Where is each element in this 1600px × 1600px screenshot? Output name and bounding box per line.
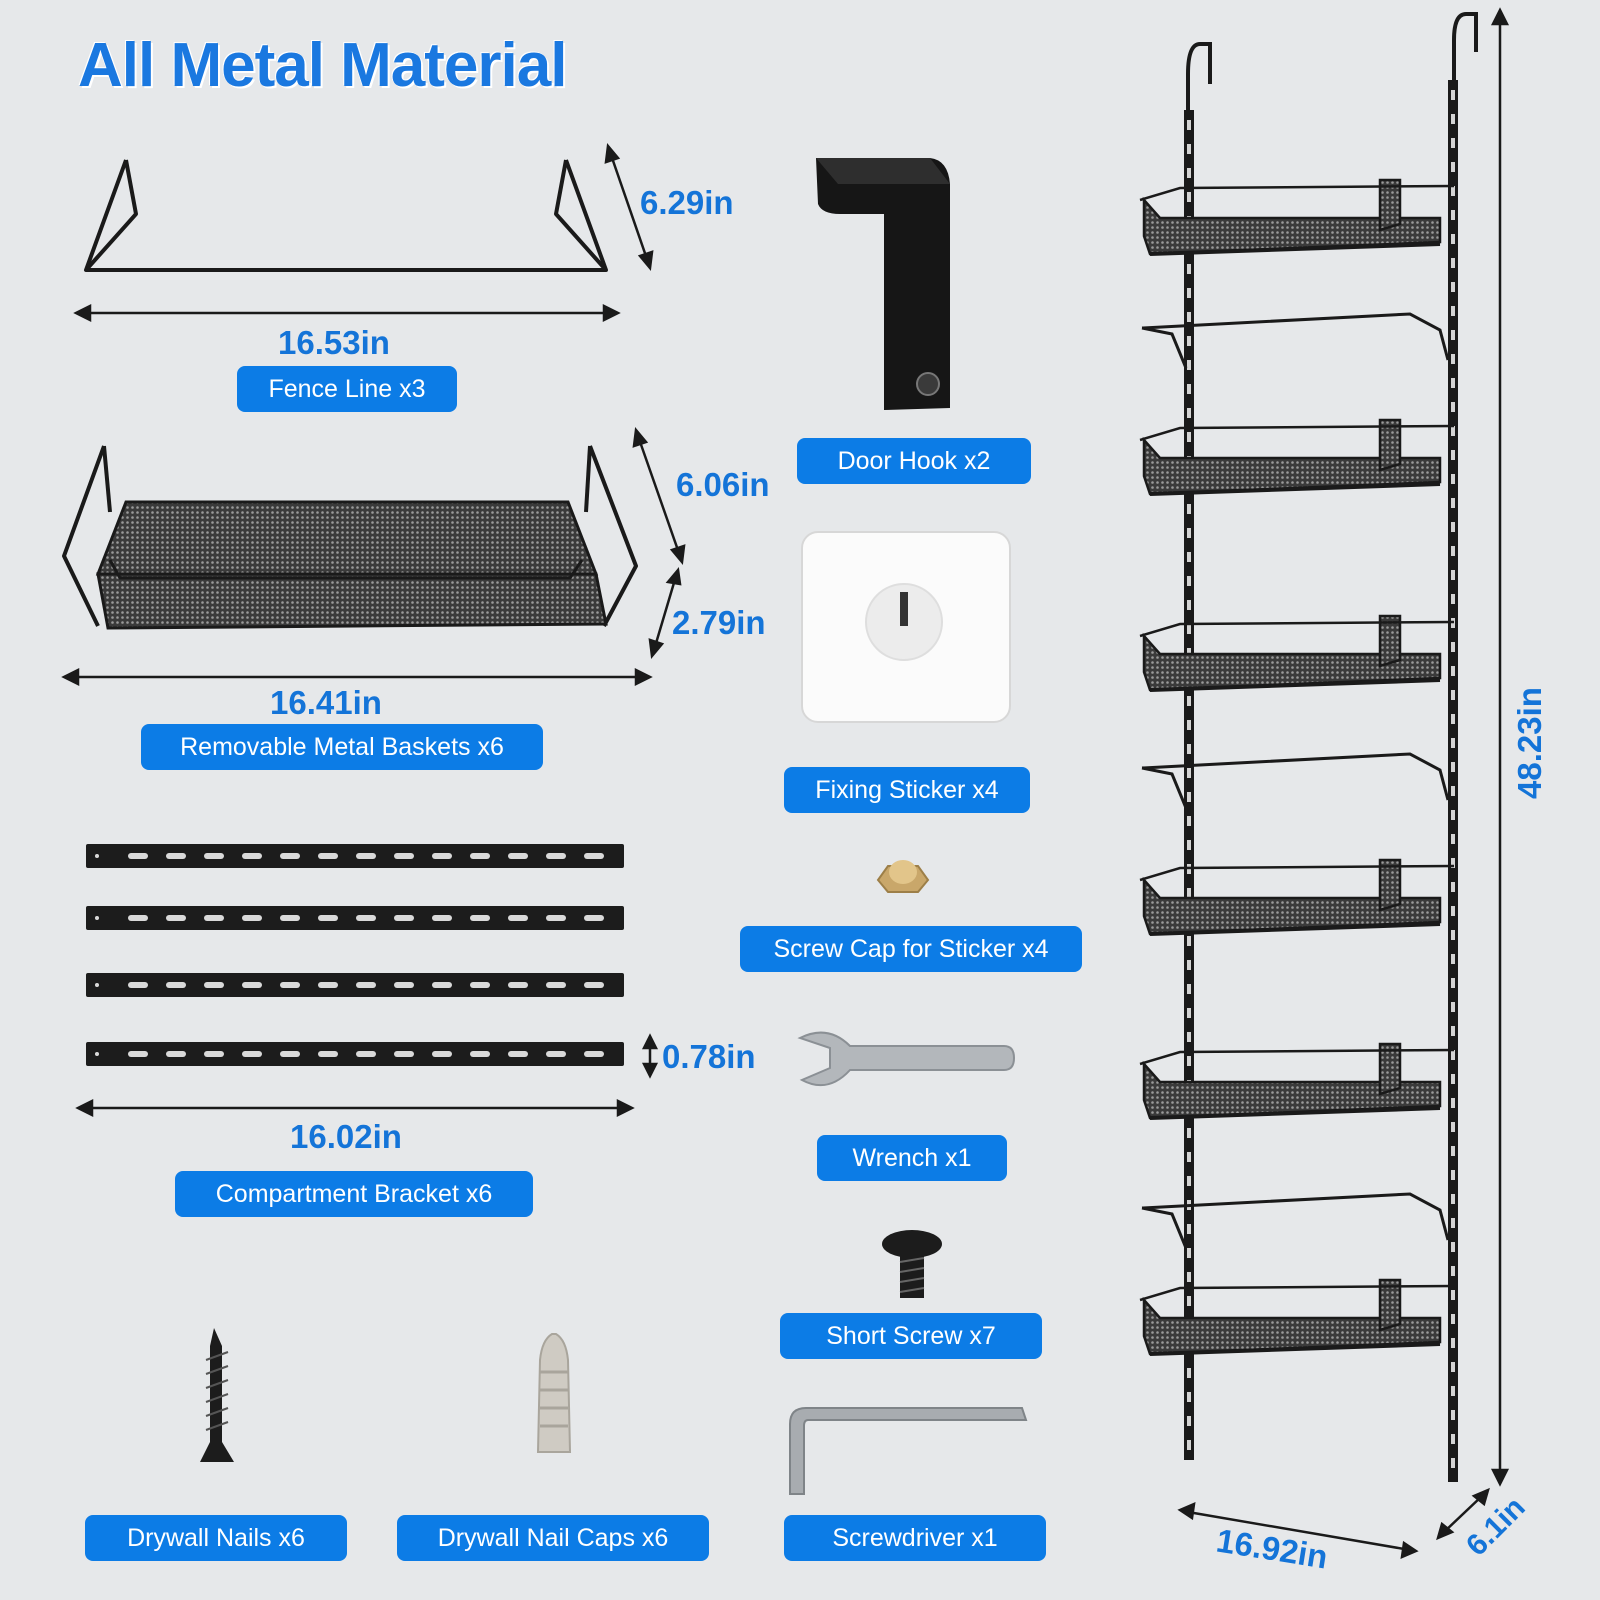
fixing-sticker-label: Fixing Sticker x4 (784, 767, 1030, 813)
bracket-height-dimension: 0.78in (662, 1038, 756, 1075)
rack-height-dimension: 48.23in (1510, 687, 1548, 799)
bracket-width-dimension: 16.02in (290, 1118, 402, 1155)
screwdriver-label: Screwdriver x1 (784, 1515, 1046, 1561)
basket-height-dimension: 2.79in (672, 604, 766, 641)
short-screw-label: Short Screw x7 (780, 1313, 1042, 1359)
door-hook-label: Door Hook x2 (797, 438, 1031, 484)
basket-depth-dimension: 6.06in (676, 466, 770, 503)
fence-height-dimension: 6.29in (640, 184, 734, 221)
fence-width-dimension: 16.53in (278, 324, 390, 361)
nail-caps-label: Drywall Nail Caps x6 (397, 1515, 709, 1561)
wrench-label: Wrench x1 (817, 1135, 1007, 1181)
screw-cap-label: Screw Cap for Sticker x4 (740, 926, 1082, 972)
basket-width-dimension: 16.41in (270, 684, 382, 721)
bracket-label: Compartment Bracket x6 (175, 1171, 533, 1217)
page-title: All Metal Material (78, 31, 567, 100)
rack-width-dimension: 16.92in (1213, 1521, 1331, 1576)
drywall-nails-label: Drywall Nails x6 (85, 1515, 347, 1561)
baskets-label: Removable Metal Baskets x6 (141, 724, 543, 770)
fence-line-label: Fence Line x3 (237, 366, 457, 412)
rack-depth-dimension: 6.1in (1459, 1490, 1532, 1563)
